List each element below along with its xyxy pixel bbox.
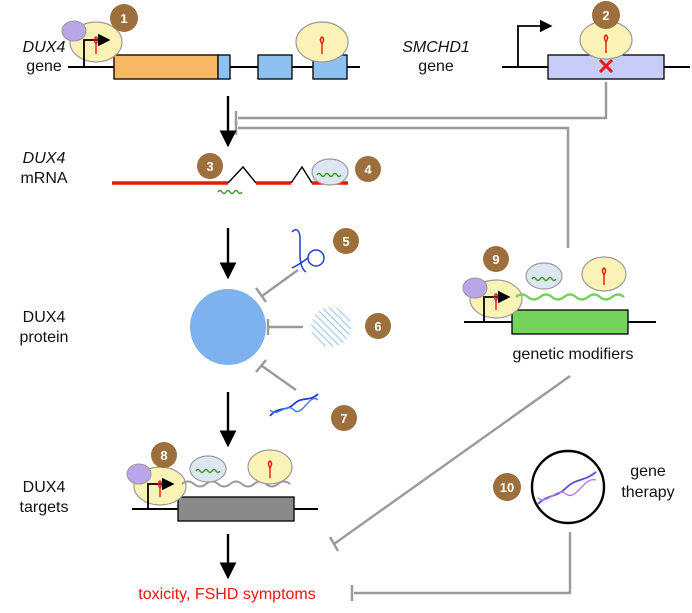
- svg-text:10: 10: [500, 480, 514, 495]
- outcome-label: toxicity, FSHD symptoms: [138, 586, 316, 603]
- hairpin-icon: [93, 36, 99, 54]
- genetic-modifiers: 9 genetic modifiers: [462, 246, 656, 363]
- red-x-icon: [598, 58, 614, 74]
- promoter-arrow-icon: [517, 19, 553, 66]
- purple-protein-icon: [126, 463, 152, 485]
- target-transcript-icon: [181, 480, 291, 488]
- step-badge-2: [592, 1, 620, 29]
- gene-therapy-label-2: therapy: [621, 484, 674, 501]
- hairpin-icon: [603, 34, 609, 53]
- modifier-transcript-icon: [515, 293, 625, 301]
- dna-helix-icon: [269, 393, 319, 417]
- hairpin-inhibitor-icon: [291, 229, 325, 273]
- smchd1-gene: SMCHD1 gene 2: [402, 1, 690, 80]
- dux4-protein-label-2: protein: [20, 329, 69, 346]
- step-badge-10: [493, 473, 521, 501]
- dux4-protein: DUX4 protein 5 6 7: [20, 228, 391, 431]
- gene-therapy: 10 gene therapy: [493, 449, 675, 525]
- smchd1-gene-label-2: gene: [418, 58, 454, 75]
- dux4-targets: DUX4 targets 8: [20, 442, 318, 522]
- smchd1-inhibition: [234, 82, 608, 248]
- dux4-mrna: DUX4 mRNA 3 4: [20, 150, 381, 195]
- dux4-exon-1-utr: [217, 54, 231, 80]
- genetic-modifiers-label: genetic modifiers: [513, 346, 634, 363]
- step-badge-6: [365, 313, 391, 339]
- promoter-arrow-icon: [83, 33, 111, 66]
- yellow-protein-icon: [295, 21, 349, 63]
- dux4-exon-1: [113, 54, 219, 80]
- svg-text:3: 3: [206, 159, 213, 174]
- hairpin-icon: [319, 36, 325, 54]
- step-badge-8: [151, 442, 177, 468]
- rna-binding-protein-icon: [189, 455, 227, 483]
- modifier-gene-box: [511, 309, 629, 335]
- dux4-gene-label: DUX4: [23, 39, 66, 56]
- svg-text:6: 6: [374, 319, 381, 334]
- rna-binding-protein-icon: [311, 158, 349, 186]
- svg-text:1: 1: [120, 11, 127, 26]
- step-badge-3: [197, 153, 223, 179]
- hatched-protein-icon: [311, 307, 351, 347]
- purple-protein-icon: [462, 277, 488, 299]
- dux4-protein-label: DUX4: [23, 309, 66, 326]
- rna-binding-protein-icon: [525, 262, 563, 290]
- svg-text:8: 8: [160, 448, 167, 463]
- svg-text:2: 2: [602, 8, 609, 23]
- modifier-inhibition: [328, 375, 571, 552]
- svg-text:4: 4: [364, 162, 372, 177]
- dux4-targets-label: DUX4: [23, 479, 66, 496]
- svg-text:9: 9: [492, 252, 499, 267]
- purple-protein-icon: [61, 20, 87, 42]
- therapy-inhibition: [350, 532, 572, 601]
- step-badge-7: [331, 405, 357, 431]
- step-badge-1: [110, 4, 138, 32]
- dux4-targets-label-2: targets: [20, 499, 69, 516]
- svg-text:7: 7: [340, 411, 347, 426]
- smchd1-gene-label: SMCHD1: [402, 39, 470, 56]
- antisense-oligo-icon: [217, 189, 243, 195]
- dux4-exon-2: [257, 54, 293, 80]
- promoter-arrow-icon: [147, 477, 175, 508]
- step-badge-4: [355, 156, 381, 182]
- step-badge-5: [333, 228, 359, 254]
- dux4-gene-label-2: gene: [26, 58, 62, 75]
- protein-circle-icon: [190, 289, 266, 365]
- step-badge-9: [483, 246, 509, 272]
- svg-text:5: 5: [342, 234, 349, 249]
- promoter-arrow-icon: [483, 290, 511, 321]
- gene-therapy-label: gene: [630, 463, 666, 480]
- dux4-mrna-label: DUX4: [23, 150, 66, 167]
- target-gene-box: [177, 496, 295, 522]
- dux4-gene: DUX4 gene 1: [23, 4, 360, 80]
- dux4-mrna-label-2: mRNA: [20, 170, 67, 187]
